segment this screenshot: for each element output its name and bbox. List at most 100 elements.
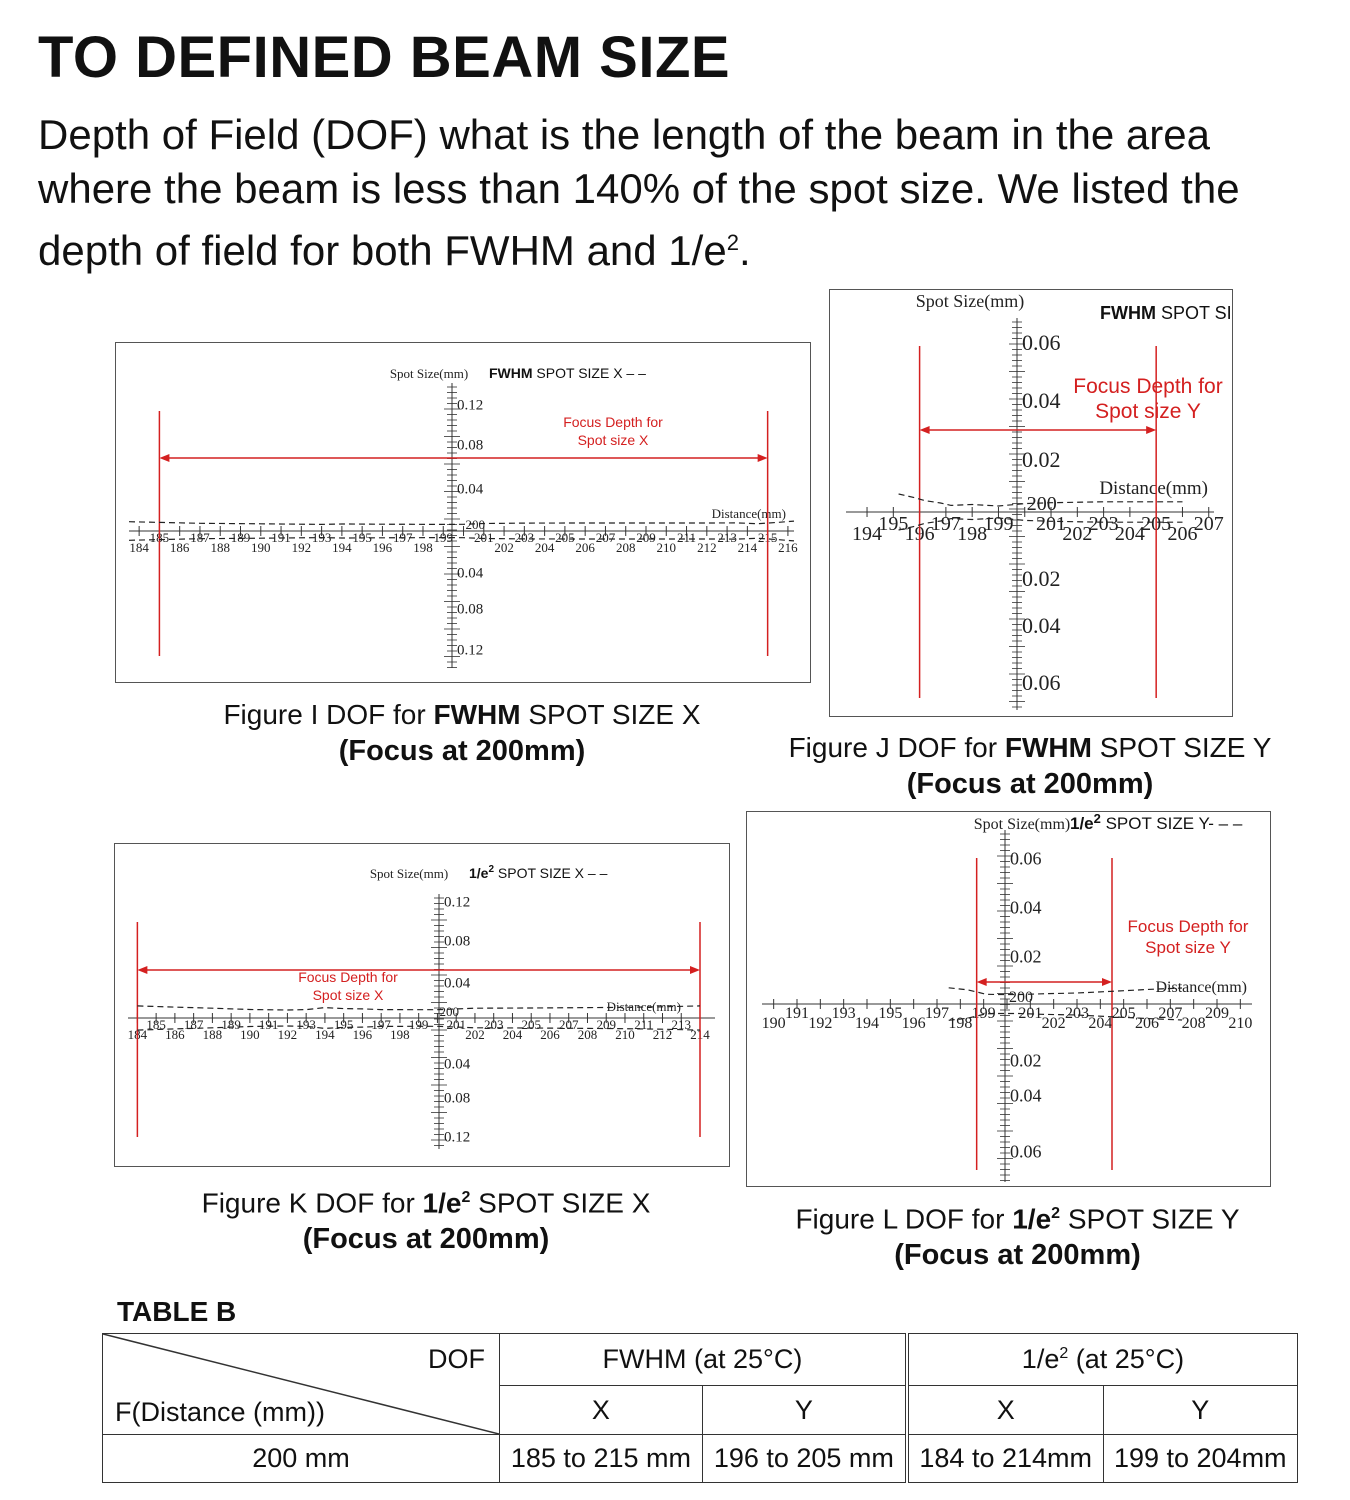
intro-paragraph: Depth of Field (DOF) what is the length …	[38, 108, 1328, 278]
chart-l-x-tick-label: 209	[1205, 1005, 1229, 1022]
chart-k-svg: 1841851861871881891901911921931941951961…	[128, 864, 715, 1149]
chart-k-x-tick-label: 190	[240, 1027, 259, 1042]
chart-l-y-label: Spot Size(mm)	[974, 816, 1070, 833]
chart-i-x-tick-label: 204	[535, 540, 555, 555]
cell-e2-y: 199 to 204mm	[1102, 1433, 1299, 1484]
chart-i-x-tick-label: 209	[636, 530, 656, 545]
chart-j-x-tick-label: 207	[1194, 513, 1224, 535]
chart-j-x-tick-label: 201	[1036, 513, 1066, 535]
chart-j-x-tick-label: 198	[957, 523, 987, 545]
chart-j-y-label: Spot Size(mm)	[916, 291, 1025, 312]
corner-header-distance: F(Distance (mm))	[115, 1396, 325, 1427]
chart-i-x-tick-label: 210	[657, 540, 677, 555]
chart-j-x-tick-label: 200	[1027, 493, 1057, 515]
caption-j-bold: FWHM	[1004, 732, 1092, 763]
chart-k-x-tick-label: 207	[559, 1017, 579, 1032]
chart-i-y-tick-label: 0.04	[457, 482, 484, 498]
chart-l-x-tick-label: 194	[855, 1015, 879, 1032]
chart-i-x-tick-label: 200	[466, 517, 486, 532]
chart-l-x-tick-label: 191	[785, 1005, 809, 1022]
chart-i-x-tick-label: 190	[251, 540, 271, 555]
chart-k-x-tick-label: 213	[671, 1017, 691, 1032]
chart-k-focus-arrow-left	[137, 966, 148, 974]
chart-l-x-tick-label: 200	[1009, 989, 1033, 1006]
chart-l-title: 1/e2 SPOT SIZE Y- – –	[1070, 812, 1243, 833]
chart-l-y-tick-label: 0.02	[1010, 1051, 1042, 1071]
caption-i-focus: (Focus at 200mm)	[338, 735, 586, 767]
caption-k-focus: (Focus at 200mm)	[302, 1223, 550, 1256]
chart-i-x-tick-label: 198	[413, 540, 433, 555]
chart-l-y-tick-label: 0.04	[1010, 898, 1042, 918]
chart-l-x-tick-label: 197	[925, 1005, 949, 1022]
chart-k-x-tick-label: 208	[578, 1027, 598, 1042]
chart-l-y-tick-label: 0.04	[1010, 1086, 1042, 1106]
chart-i-x-tick-label: 196	[373, 540, 393, 555]
cell-fwhm-y: 196 to 205 mm	[701, 1433, 908, 1484]
chart-l-x-tick-label: 203	[1065, 1005, 1089, 1022]
chart-i-x-tick-label: 205	[555, 530, 575, 545]
intro-end: .	[738, 227, 751, 274]
chart-j-focus-label: Spot size Y	[1095, 400, 1201, 423]
caption-figure-j: Figure J DOF for FWHM SPOT SIZE Y (Focus…	[760, 730, 1300, 802]
chart-j-svg: 1941951961971981992002012022032042052062…	[846, 291, 1232, 710]
chart-k-x-tick-label: 201	[446, 1017, 466, 1032]
chart-l-x-tick-label: 196	[902, 1015, 926, 1032]
chart-j-y-tick-label: 0.02	[1022, 566, 1061, 591]
chart-l-x-tick-label: 210	[1228, 1015, 1252, 1032]
caption-j-prefix: Figure J DOF for	[788, 732, 1005, 763]
header-e2-y: Y	[1102, 1385, 1299, 1435]
chart-j-x-tick-label: 206	[1167, 523, 1197, 545]
caption-k-sup: 2	[461, 1189, 471, 1206]
chart-k-x-tick-label: 200	[439, 1004, 459, 1019]
chart-l-profile-lower	[948, 1012, 1183, 1021]
intro-superscript: 2	[726, 230, 739, 255]
chart-k-x-tick-label: 189	[221, 1017, 241, 1032]
chart-j-x-tick-label: 204	[1115, 523, 1145, 545]
chart-i-x-tick-label: 192	[292, 540, 312, 555]
chart-l-focus-arrow-right	[1102, 978, 1112, 986]
chart-k-y-tick-label: 0.08	[444, 1091, 470, 1107]
chart-j-profile-upper	[898, 493, 1183, 507]
chart-k-x-tick-label: 195	[334, 1017, 354, 1032]
chart-i-x-label: Distance(mm)	[712, 506, 786, 521]
chart-l-y-tick-label: 0.06	[1010, 849, 1042, 869]
chart-i-x-tick-label: 216	[778, 540, 798, 555]
chart-k-x-tick-label: 204	[503, 1027, 523, 1042]
chart-l-profile-upper	[948, 987, 1183, 996]
chart-i-y-label: Spot Size(mm)	[390, 366, 468, 381]
chart-i-x-tick-label: 203	[515, 530, 535, 545]
table-title: TABLE B	[117, 1296, 237, 1327]
chart-l-x-tick-label: 190	[762, 1015, 786, 1032]
header-e2-label: 1/e	[1021, 1344, 1060, 1375]
chart-k-x-label: Distance(mm)	[607, 999, 681, 1014]
chart-k-x-tick-label: 199	[409, 1017, 429, 1032]
chart-k-focus-arrow-right	[689, 966, 700, 974]
caption-figure-k: Figure K DOF for 1/e2 SPOT SIZE X (Focus…	[114, 1180, 738, 1257]
chart-j-focus-arrow-right	[1146, 426, 1157, 434]
chart-k-profile-upper	[137, 1005, 701, 1011]
chart-k-y-tick-label: 0.04	[444, 976, 471, 992]
chart-i-x-tick-label: 187	[190, 530, 210, 545]
chart-i-profile-lower	[128, 536, 795, 542]
chart-i-x-tick-label: 213	[717, 530, 737, 545]
chart-i-focus-arrow-left	[159, 454, 170, 462]
chart-l-y-tick-label: 0.02	[1010, 947, 1042, 967]
chart-k-focus-label: Focus Depth for	[298, 969, 398, 985]
chart-i-y-tick-label: 0.04	[457, 566, 484, 582]
chart-k-title: 1/e2 SPOT SIZE X – –	[469, 864, 608, 881]
chart-k-y-tick-label: 0.12	[444, 895, 470, 911]
chart-j-focus-arrow-left	[919, 426, 930, 434]
chart-i-x-tick-label: 201	[474, 530, 494, 545]
chart-l-svg: 1901911921931941951961971981992002012022…	[762, 812, 1252, 1182]
chart-i-x-tick-label: 214	[738, 540, 758, 555]
chart-k-x-tick-label: 192	[278, 1027, 298, 1042]
chart-i-x-tick-label: 188	[210, 540, 230, 555]
caption-l-bold: 1/e	[1012, 1203, 1052, 1235]
chart-i-x-tick-label: 202	[494, 540, 514, 555]
chart-k-y-tick-label: 0.04	[444, 1057, 471, 1073]
caption-i-prefix: Figure I DOF for	[223, 699, 434, 730]
chart-l-y-tick-label: 0.06	[1010, 1142, 1042, 1162]
chart-k-x-tick-label: 205	[521, 1017, 541, 1032]
chart-j-x-label: Distance(mm)	[1099, 478, 1208, 499]
chart-k-focus-label: Spot size X	[313, 987, 384, 1003]
